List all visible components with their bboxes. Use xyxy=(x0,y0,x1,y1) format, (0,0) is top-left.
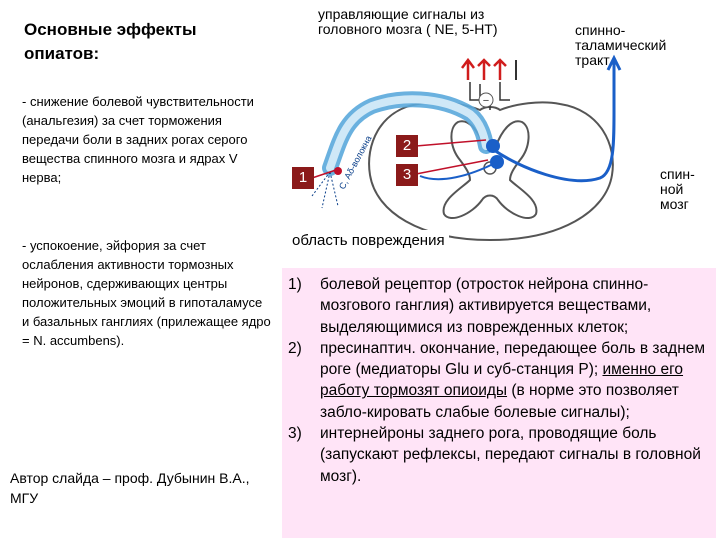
list-text: болевой рецептор (отросток нейрона спинн… xyxy=(320,276,652,336)
marker-2: 2 xyxy=(396,135,418,157)
list-item: 2) пресинаптич. окончание, передающее бо… xyxy=(286,338,714,423)
spinothalamic-tract xyxy=(493,60,616,183)
explanation-list: 1) болевой рецептор (отросток нейрона сп… xyxy=(286,274,714,487)
effect-euphoria: - успокоение, эйфория за счет ослабления… xyxy=(22,238,271,348)
slide-title: Основные эффекты опиатов: xyxy=(24,20,197,63)
explanation-box xyxy=(282,268,716,538)
marker-3: 3 xyxy=(396,164,418,186)
list-number: 2) xyxy=(288,339,302,357)
marker-1: 1 xyxy=(292,167,314,189)
pointer-lines xyxy=(311,139,489,179)
damage-area-label: область повреждения xyxy=(288,230,449,252)
list-text: пресинаптич. окончание, передающее боль … xyxy=(320,339,706,379)
list-number: 3) xyxy=(288,425,302,443)
pain-receptor-endings xyxy=(311,171,339,209)
signals-label: управляющие сигналы из головного мозга (… xyxy=(318,6,498,37)
minus-sign: − xyxy=(483,95,489,107)
list-text-underlined: именно его работу тормозят опиоиды xyxy=(320,361,684,400)
receptor-marker xyxy=(334,167,342,175)
author-credit: Автор слайда – проф. Дубынин В.А., МГУ xyxy=(10,470,250,506)
inhibition-minus xyxy=(478,92,494,108)
list-item: 1) болевой рецептор (отросток нейрона сп… xyxy=(286,274,714,338)
list-number: 1) xyxy=(288,276,302,293)
effect-analgesia: - снижение болевой чувствительности (ана… xyxy=(22,94,254,185)
spinal-cord-label: спин-ной мозг xyxy=(660,166,695,212)
presynaptic-terminal xyxy=(486,139,500,153)
list-text: (в норме это позволяет забло-кировать сл… xyxy=(320,382,679,421)
list-text: интернейроны заднего рога, проводящие бо… xyxy=(320,425,701,485)
list-item: 3) интернейроны заднего рога, проводящие… xyxy=(286,423,714,487)
spinal-cord-diagram: − С, Аδ-волокна xyxy=(311,54,622,242)
tract-label: спинно-таламический тракт xyxy=(575,22,667,68)
descending-signals xyxy=(461,57,507,80)
